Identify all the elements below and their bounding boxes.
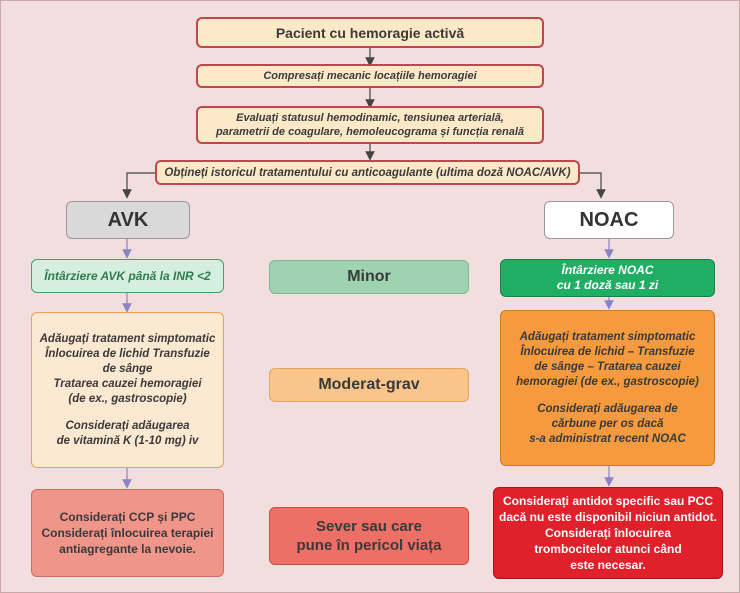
- avk-moderate-line: (de ex., gastroscopie): [68, 392, 187, 405]
- noac-header: NOAC: [544, 201, 674, 239]
- avk-header-text: AVK: [107, 208, 149, 231]
- severity-severe-line: Sever sau care: [316, 518, 422, 535]
- avk-severe-box: Considerați CCP și PPC Considerați înloc…: [31, 489, 224, 577]
- noac-moderate-line: de sânge – Tratarea cauzei: [534, 360, 681, 373]
- severity-minor-text: Minor: [347, 268, 391, 285]
- avk-moderate-line: Tratarea cauzei hemoragiei: [53, 377, 202, 390]
- severity-severe: Sever sau care pune în pericol viața: [269, 507, 469, 565]
- noac-severe-line: trombocitelor atunci când: [534, 542, 682, 556]
- noac-moderate-line: hemoragiei (de ex., gastroscopie): [516, 375, 699, 388]
- step-anticoagulant-history-text: Obțineți istoricul tratamentului cu anti…: [164, 166, 571, 179]
- avk-minor-box: Întârziere AVK până la INR <2: [31, 259, 224, 293]
- noac-moderate-line: s-a administrat recent NOAC: [529, 432, 686, 445]
- noac-minor-box: Întârziere NOAC cu 1 doză sau 1 zi: [500, 259, 715, 297]
- step-anticoagulant-history: Obțineți istoricul tratamentului cu anti…: [155, 160, 580, 185]
- step-evaluation-line: parametrii de coagulare, hemoleucograma …: [215, 126, 525, 138]
- noac-header-text: NOAC: [579, 208, 639, 231]
- step-active-bleeding: Pacient cu hemoragie activă: [196, 17, 544, 48]
- noac-minor-line: cu 1 doză sau 1 zi: [556, 278, 659, 292]
- noac-minor-line: Întârziere NOAC: [561, 263, 654, 277]
- step-evaluation-line: Evaluați statusul hemodinamic, tensiunea…: [236, 112, 504, 124]
- noac-moderate-line: Adăugați tratament simptomatic: [519, 330, 696, 343]
- noac-severe-line: Considerați antidot specific sau PCC: [502, 494, 714, 508]
- noac-moderate-line: cărbune per os dacă: [551, 417, 664, 430]
- noac-severe-line: Considerați înlocuirea: [544, 526, 672, 540]
- avk-moderate-box: Adăugați tratament simptomatic Înlocuire…: [31, 312, 224, 468]
- avk-moderate-line: de vitamină K (1-10 mg) iv: [56, 434, 199, 447]
- arrow-4-noac: [580, 172, 606, 199]
- arrow-4-avk: [122, 172, 155, 199]
- avk-header: AVK: [66, 201, 190, 239]
- step-mechanical-compression-text: Compresați mecanic locațiile hemoragiei: [263, 70, 477, 82]
- noac-severe-line: este necesar.: [570, 558, 646, 572]
- severity-minor: Minor: [269, 260, 469, 294]
- avk-severe-line: Considerați CCP și PPC: [59, 510, 196, 524]
- avk-moderate-line: Înlocuirea de lichid Transfuzie: [45, 347, 210, 360]
- avk-moderate-line: de sânge: [102, 362, 153, 375]
- severity-moderate: Moderat-grav: [269, 368, 469, 402]
- noac-moderate-line: Considerați adăugarea de: [537, 402, 678, 415]
- avk-moderate-line: Considerați adăugarea: [65, 419, 190, 432]
- step-mechanical-compression: Compresați mecanic locațiile hemoragiei: [196, 64, 544, 88]
- noac-moderate-line: Înlocuirea de lichid – Transfuzie: [520, 345, 695, 358]
- noac-severe-box: Considerați antidot specific sau PCC dac…: [493, 487, 723, 579]
- step-evaluation: Evaluați statusul hemodinamic, tensiunea…: [196, 106, 544, 144]
- avk-severe-line: Considerați înlocuirea terapiei: [41, 526, 214, 540]
- noac-moderate-box: Adăugați tratament simptomatic Înlocuire…: [500, 310, 715, 466]
- avk-moderate-line: Adăugați tratament simptomatic: [39, 332, 216, 345]
- noac-severe-line: dacă nu este disponibil niciun antidot.: [498, 510, 717, 524]
- severity-moderate-text: Moderat-grav: [318, 376, 420, 393]
- severity-severe-line: pune în pericol viața: [296, 537, 442, 554]
- step-active-bleeding-text: Pacient cu hemoragie activă: [275, 24, 465, 41]
- avk-minor-text: Întârziere AVK până la INR <2: [44, 269, 211, 283]
- avk-severe-line: antiagregante la nevoie.: [59, 542, 196, 556]
